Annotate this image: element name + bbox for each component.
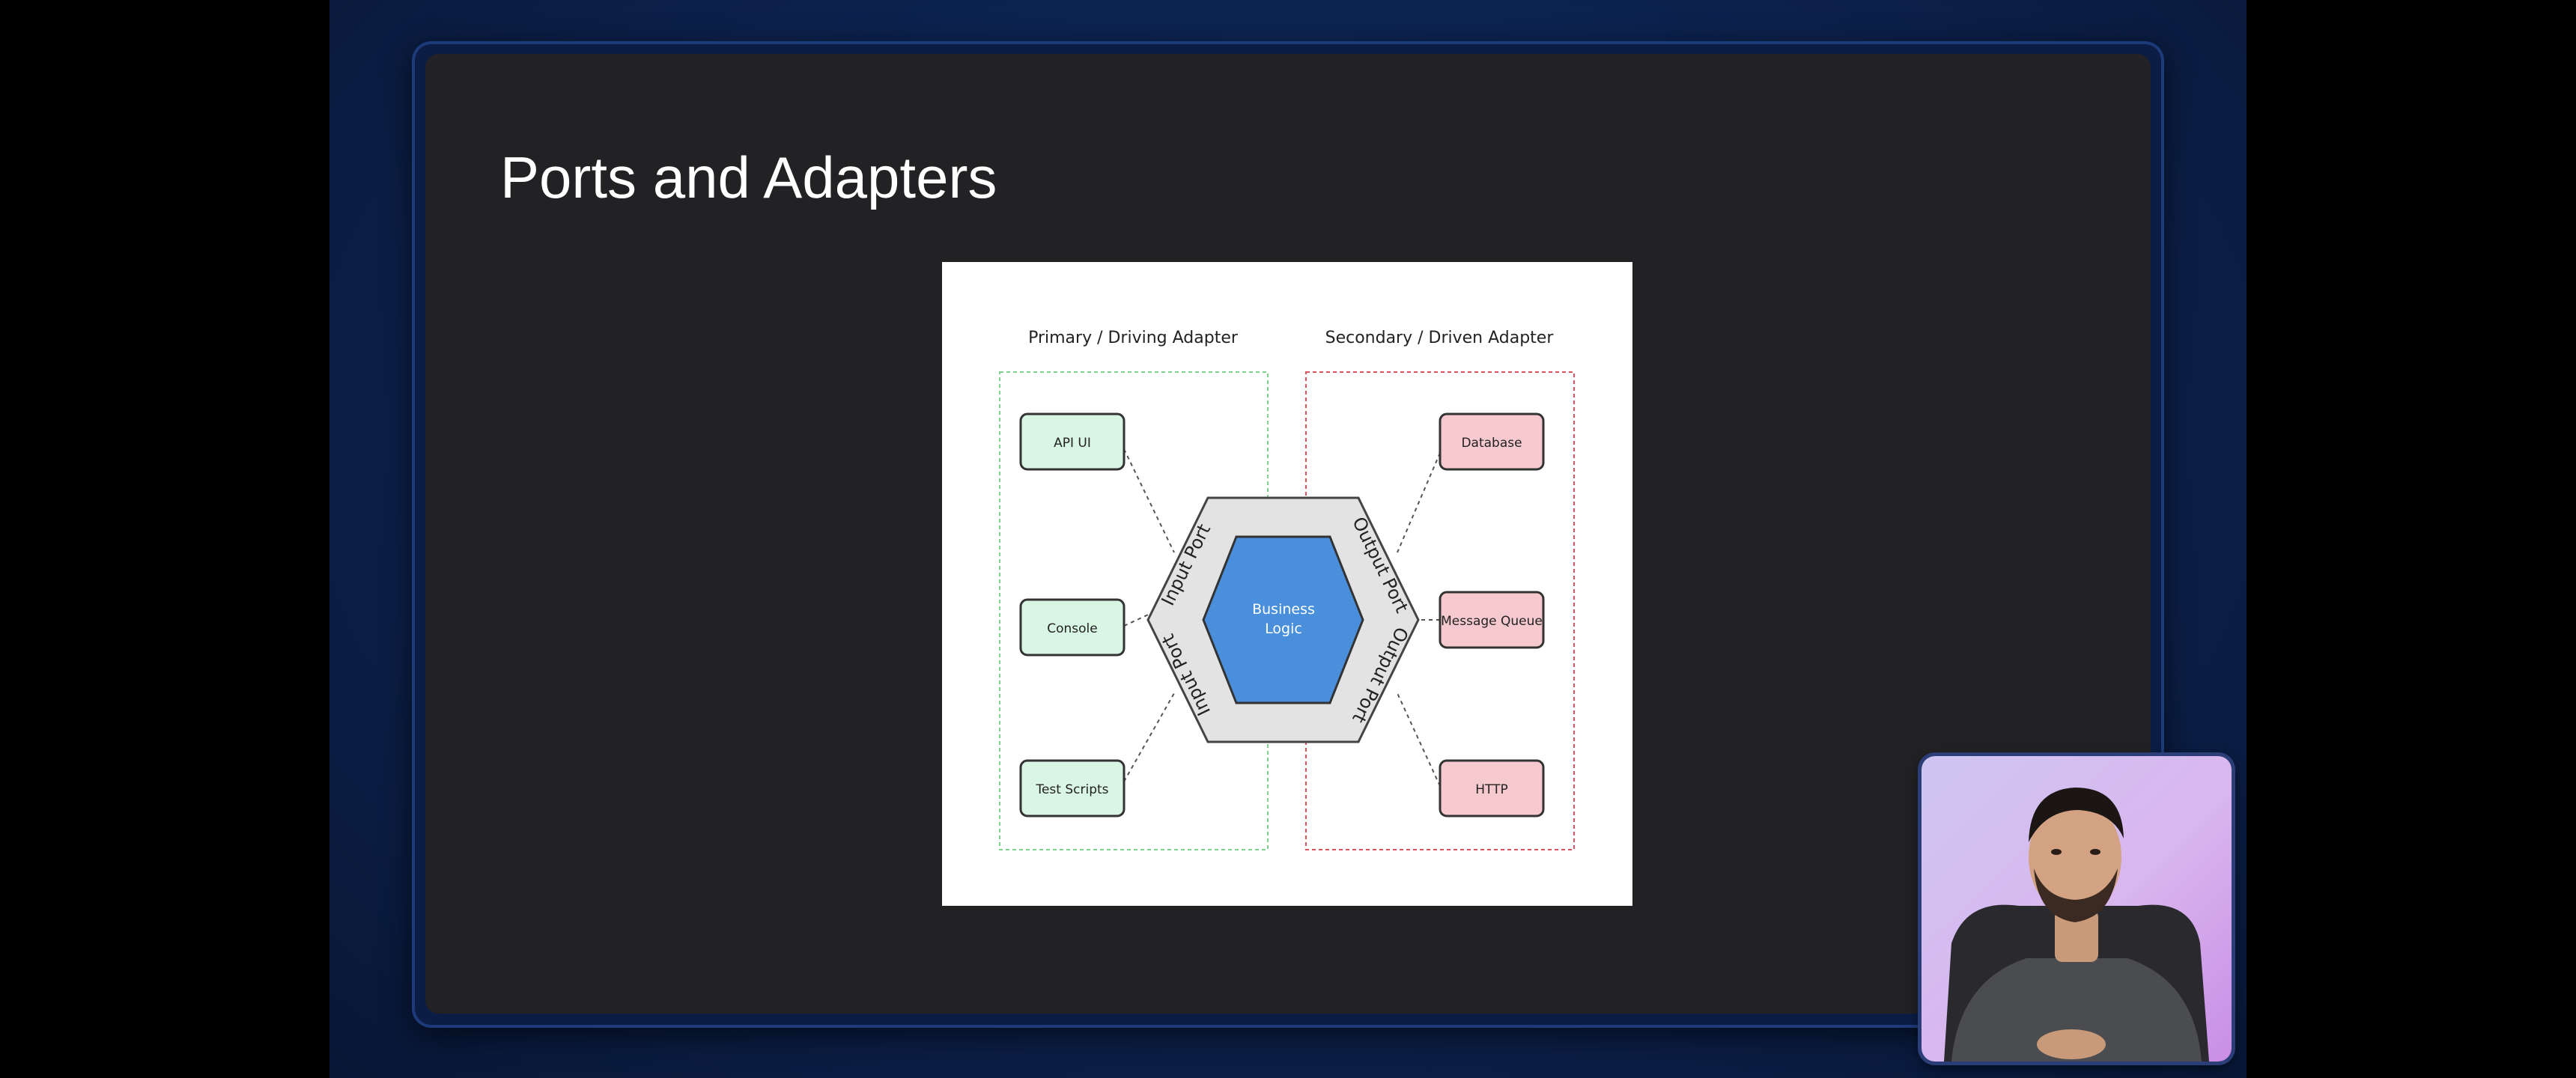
connector-test-scripts (1123, 692, 1175, 782)
adapter-label: Console (1047, 621, 1098, 636)
connector-database (1397, 452, 1441, 553)
adapter-label: Message Queue (1441, 614, 1543, 629)
adapter-database: Database (1439, 412, 1545, 471)
adapter-test-scripts: Test Scripts (1019, 759, 1126, 817)
adapter-api-ui: API UI (1019, 412, 1126, 471)
adapter-label: Database (1461, 436, 1522, 451)
core-label-line1: Business (1252, 601, 1315, 618)
adapter-label: Test Scripts (1035, 782, 1108, 797)
connector-api-ui (1123, 448, 1175, 553)
adapter-http: HTTP (1439, 759, 1545, 817)
core-label-line2: Logic (1265, 621, 1302, 637)
presenter-webcam (1922, 756, 2232, 1062)
business-logic-hexagon (1202, 535, 1364, 704)
connector-console (1123, 612, 1154, 627)
slide-title: Ports and Adapters (500, 144, 997, 210)
presenter-video-icon (1922, 756, 2232, 1062)
adapter-message-queue: Message Queue (1439, 591, 1545, 649)
adapter-label: HTTP (1475, 782, 1508, 797)
secondary-adapter-title: Secondary / Driven Adapter (1325, 329, 1555, 347)
hexagonal-architecture-diagram: Primary / Driving Adapter Secondary / Dr… (942, 262, 1632, 906)
connector-lines (1123, 448, 1441, 787)
primary-adapter-title: Primary / Driving Adapter (1028, 329, 1239, 347)
adapter-console: Console (1019, 598, 1126, 657)
adapter-label: API UI (1054, 436, 1091, 451)
connector-http (1397, 692, 1441, 787)
secondary-adapter-region (1305, 371, 1575, 850)
